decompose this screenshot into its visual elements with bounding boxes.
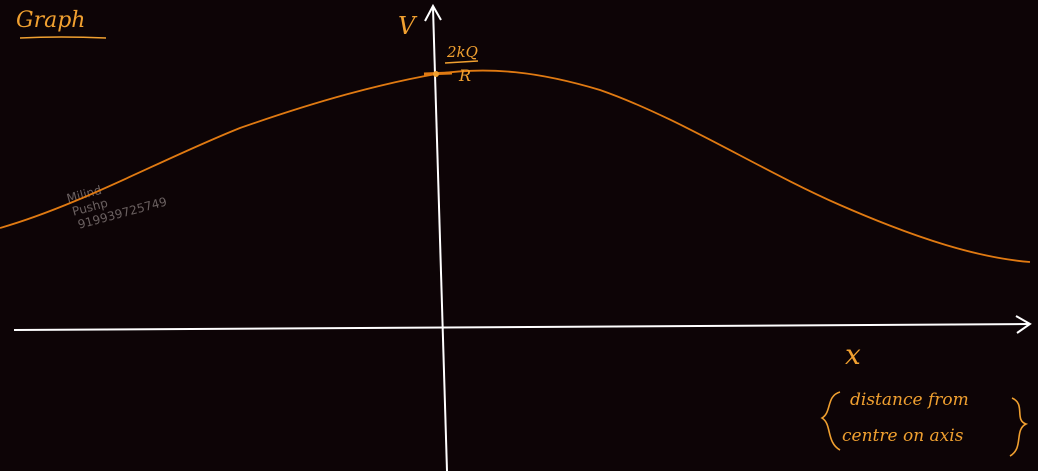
y-axis	[432, 7, 448, 471]
x-axis	[13, 323, 1029, 331]
peak-label-numerator: 2kQ	[446, 43, 478, 61]
peak-point	[433, 71, 439, 77]
peak-label-denominator: R	[458, 66, 471, 85]
left-brace	[820, 391, 841, 451]
x-axis-label: x	[845, 338, 861, 371]
x-axis-note-line1: distance from	[850, 390, 969, 410]
y-axis-label: V	[398, 12, 418, 40]
right-brace	[1009, 397, 1029, 457]
x-axis-arrowhead	[1015, 315, 1032, 334]
x-axis-note-line2: centre on axis	[842, 426, 964, 446]
watermark: Milind Pushp 919939725749	[65, 183, 168, 232]
title-underline	[19, 36, 107, 39]
potential-curve	[0, 69, 1031, 263]
graph-title: Graph	[16, 8, 85, 33]
peak-label-fraction-bar	[444, 60, 479, 64]
y-axis-arrowhead	[424, 3, 442, 22]
